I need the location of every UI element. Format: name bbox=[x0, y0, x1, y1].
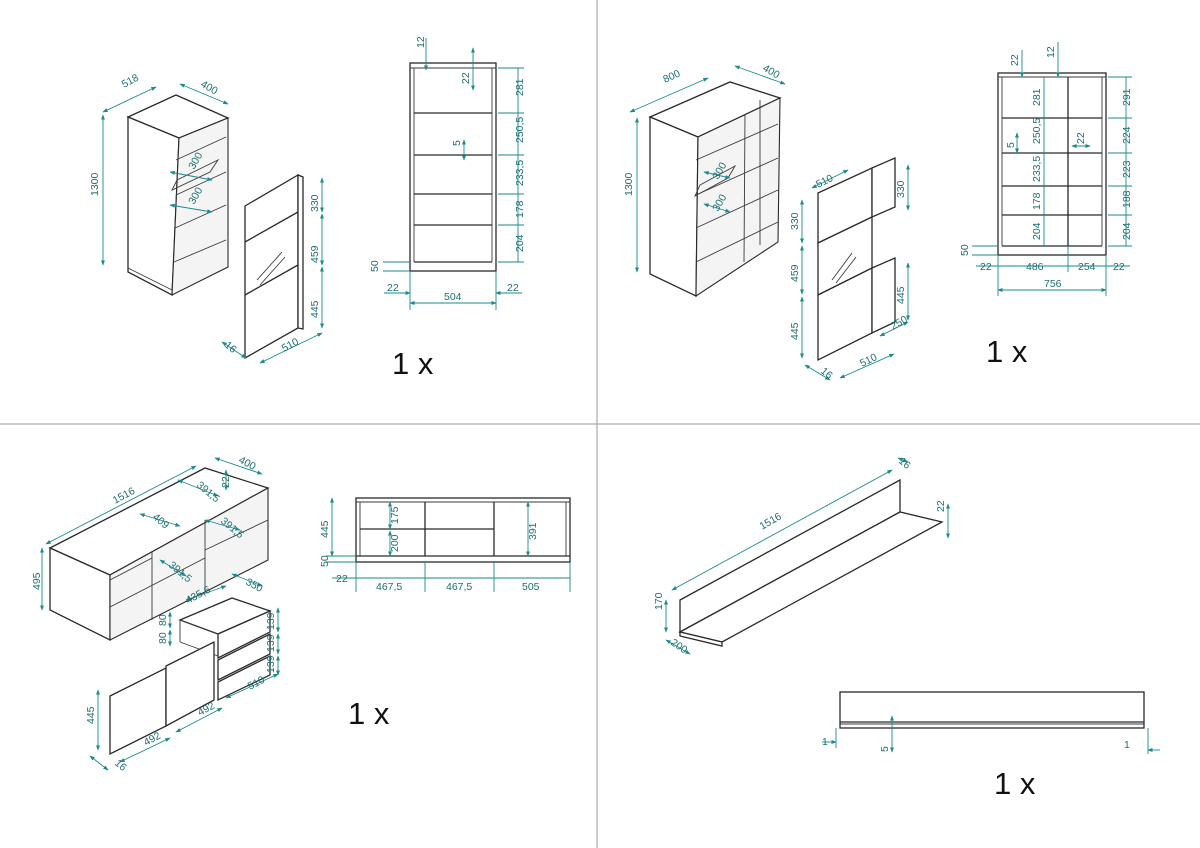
front-dim-label: 22 bbox=[1009, 54, 1021, 66]
front-dim-label: 178 bbox=[514, 200, 526, 218]
side-dim-label: 1 bbox=[1124, 739, 1130, 751]
front-dim-label: 178 bbox=[1031, 192, 1043, 210]
front-dim-label: 22 bbox=[507, 282, 519, 294]
drawer-dim-label: 80 bbox=[157, 614, 169, 626]
side-dim-label: 5 bbox=[879, 746, 891, 752]
door-dim-label: 16 bbox=[818, 365, 835, 382]
front-dim-label: 22 bbox=[980, 261, 992, 273]
front-dim-label: 391 bbox=[527, 522, 539, 540]
panel-tall-cabinet: 518 400 1300 300 300 330 459 445 16 510 bbox=[89, 36, 526, 381]
door-dim-label: 16 bbox=[222, 339, 239, 356]
panel-sideboard: 1516 400 495 22 391,5 409 391,5 391,5 bbox=[31, 454, 571, 774]
dim-width-label: 400 bbox=[199, 78, 220, 97]
front-dim-label: 445 bbox=[319, 520, 331, 538]
front-dim-label: 250,5 bbox=[514, 117, 526, 143]
tall-cabinet-door-drawing: 330 459 445 16 510 bbox=[221, 173, 325, 364]
tall-cabinet-iso-drawing: 518 400 1300 300 300 bbox=[89, 72, 230, 297]
front-dim-label: 504 bbox=[444, 291, 462, 303]
door-dim-label: 330 bbox=[895, 180, 907, 198]
shelf-dim-label: 200 bbox=[668, 637, 689, 657]
door-dim-label: 445 bbox=[789, 322, 801, 340]
door-dim-label: 330 bbox=[309, 194, 321, 212]
door-dim-label: 459 bbox=[789, 264, 801, 282]
wall-shelf-side-view: 1 5 1 bbox=[822, 691, 1160, 754]
drawer-dim-label: 139 bbox=[265, 612, 277, 630]
drawer-dim-label: 80 bbox=[157, 632, 169, 644]
front-dim-label: 486 bbox=[1026, 261, 1044, 273]
front-dim-label: 22 bbox=[387, 282, 399, 294]
front-dim-label: 22 bbox=[460, 72, 472, 84]
door-dim-label: 510 bbox=[280, 336, 301, 355]
front-dim-label: 188 bbox=[1121, 190, 1133, 208]
front-dim-label: 175 bbox=[389, 506, 401, 524]
wall-shelf-iso-drawing: 16 1516 22 170 200 bbox=[653, 455, 951, 657]
door-dim-label: 330 bbox=[789, 212, 801, 230]
front-dim-label: 281 bbox=[514, 78, 526, 96]
sideboard-front-elevation: 445 50 175 200 391 22 467,5 467,5 505 bbox=[319, 497, 571, 593]
front-dim-label: 50 bbox=[319, 555, 331, 567]
quantity-label: 1 x bbox=[392, 346, 434, 381]
door-dim-label: 459 bbox=[309, 245, 321, 263]
shelf-dim-label: 22 bbox=[935, 500, 947, 512]
dim-depth-label: 518 bbox=[120, 72, 141, 91]
tall-cabinet-front-elevation: 281 250,5 233,5 178 204 12 22 5 50 22 50… bbox=[369, 36, 526, 310]
door-dim-label: 445 bbox=[309, 300, 321, 318]
front-dim-label: 200 bbox=[389, 534, 401, 552]
front-dim-label: 505 bbox=[522, 581, 540, 593]
front-dim-label: 233,5 bbox=[514, 160, 526, 186]
door-dim-label: 16 bbox=[112, 757, 129, 774]
front-dim-label: 22 bbox=[336, 573, 348, 585]
panel-wall-shelf: 16 1516 22 170 200 1 5 1 1 x bbox=[653, 455, 1160, 801]
dim-width-label: 800 bbox=[661, 68, 682, 86]
door-dim-label: 445 bbox=[895, 286, 907, 304]
sideboard-doors-drawing: 445 492 492 16 bbox=[85, 640, 223, 774]
front-dim-label: 224 bbox=[1121, 126, 1133, 144]
front-dim-label: 204 bbox=[1121, 222, 1133, 240]
quantity-label: 1 x bbox=[994, 766, 1036, 801]
drawer-dim-label: 350 bbox=[244, 576, 265, 595]
front-dim-label: 204 bbox=[514, 234, 526, 252]
front-dim-label: 281 bbox=[1031, 88, 1043, 106]
front-dim-label: 5 bbox=[451, 140, 463, 146]
shelf-dim-label: 16 bbox=[896, 455, 913, 472]
front-dim-label: 223 bbox=[1121, 160, 1133, 178]
quantity-label: 1 x bbox=[348, 696, 390, 731]
dim-height-label: 495 bbox=[31, 572, 43, 590]
quantity-label: 1 x bbox=[986, 334, 1028, 369]
side-dim-label: 1 bbox=[822, 736, 828, 748]
front-dim-label: 250,5 bbox=[1031, 118, 1043, 144]
front-dim-label: 204 bbox=[1031, 222, 1043, 240]
dim-top-label: 22 bbox=[220, 476, 232, 488]
front-dim-label: 22 bbox=[1113, 261, 1125, 273]
front-dim-label: 233,5 bbox=[1031, 156, 1043, 182]
wide-cabinet-front-elevation: 291 224 223 188 204 281 250,5 233,5 178 … bbox=[959, 42, 1133, 296]
front-dim-label: 12 bbox=[415, 36, 427, 48]
front-dim-label: 254 bbox=[1078, 261, 1096, 273]
dim-height-label: 1300 bbox=[89, 172, 101, 196]
front-dim-label: 5 bbox=[1005, 142, 1017, 148]
dim-height-label: 1300 bbox=[623, 172, 635, 196]
front-dim-label: 50 bbox=[959, 244, 971, 256]
wide-cabinet-iso-drawing: 800 400 1300 300 300 bbox=[623, 62, 786, 298]
shelf-dim-label: 1516 bbox=[758, 510, 784, 532]
front-dim-label: 291 bbox=[1121, 88, 1133, 106]
dim-depth-label: 400 bbox=[237, 454, 258, 473]
drawer-dim-label: 139 bbox=[265, 655, 277, 673]
drawer-dim-label: 139 bbox=[265, 634, 277, 652]
front-dim-label: 50 bbox=[369, 260, 381, 272]
front-dim-label: 467,5 bbox=[376, 581, 402, 593]
shelf-dim-label: 170 bbox=[653, 592, 665, 610]
panel-wide-cabinet: 800 400 1300 300 300 510 bbox=[623, 42, 1133, 382]
wide-cabinet-doors-drawing: 510 330 330 459 445 445 250 16 510 bbox=[789, 157, 911, 382]
door-dim-label: 510 bbox=[858, 351, 879, 370]
front-dim-label: 12 bbox=[1045, 46, 1057, 58]
front-dim-label: 756 bbox=[1044, 278, 1062, 290]
door-dim-label: 445 bbox=[85, 706, 97, 724]
front-dim-label: 467,5 bbox=[446, 581, 472, 593]
front-dim-label: 22 bbox=[1075, 132, 1087, 144]
dim-depth-label: 400 bbox=[761, 62, 782, 81]
